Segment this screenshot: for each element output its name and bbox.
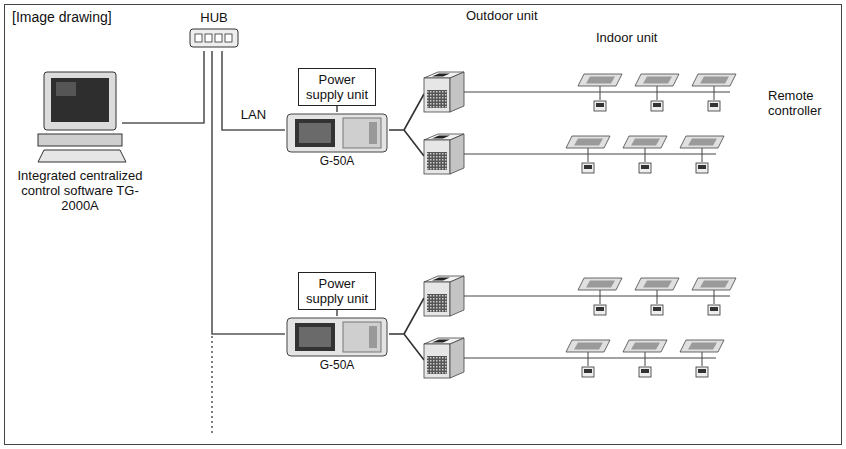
hub-port xyxy=(215,34,222,42)
hub-port xyxy=(195,34,202,42)
node-text: Power supply unit xyxy=(303,72,371,102)
g50-icon xyxy=(285,112,389,154)
central-controller: G-50A xyxy=(285,316,389,373)
controller-display xyxy=(299,327,331,347)
controller-display xyxy=(299,123,331,143)
controller-panel xyxy=(343,322,381,352)
controller-button xyxy=(369,326,377,348)
unit-group xyxy=(389,72,736,174)
fork-wire xyxy=(389,94,424,156)
outdoor-unit xyxy=(424,134,464,174)
g50-icon xyxy=(285,316,389,358)
part-label: Indoor unit xyxy=(596,30,657,45)
indoor-unit xyxy=(680,136,724,148)
hub-icon xyxy=(186,25,242,51)
node-text: Power supply unit xyxy=(303,276,371,306)
hub-body xyxy=(190,29,238,47)
frame xyxy=(5,5,842,445)
lan-cable xyxy=(222,51,285,130)
remote-controller xyxy=(651,101,663,111)
refrigerant-wire xyxy=(464,92,730,154)
pc-terminal: Integrated centralized control software … xyxy=(4,68,156,213)
indoor-unit xyxy=(635,74,679,86)
lan-cable xyxy=(336,310,338,316)
remote-controller xyxy=(708,101,720,111)
power-supply-box: Power supply unit xyxy=(298,272,376,310)
node-text: Integrated centralized control software … xyxy=(4,168,156,213)
network-hub: HUB xyxy=(186,10,242,51)
screen-glare xyxy=(56,82,76,96)
pc-icon xyxy=(4,68,156,168)
remote-controller xyxy=(594,101,606,111)
node-text: G-50A xyxy=(285,358,389,373)
controller-panel xyxy=(343,118,381,148)
controller-screen xyxy=(295,119,335,147)
connector-label: LAN xyxy=(239,107,268,122)
unit-group xyxy=(389,276,736,378)
remote-controller xyxy=(582,163,594,173)
part-label: Outdoor unit xyxy=(466,8,538,23)
controller-body xyxy=(287,318,387,356)
lan-continuation xyxy=(211,336,213,434)
central-controller: G-50A xyxy=(285,112,389,169)
node-text: HUB xyxy=(186,10,242,25)
hub-port xyxy=(205,34,212,42)
controller-button xyxy=(369,122,377,144)
lan-cable xyxy=(336,106,338,112)
monitor xyxy=(44,72,116,130)
remote-wire xyxy=(588,86,714,162)
remote-controller xyxy=(696,163,708,173)
pc-body xyxy=(38,134,122,146)
indoor-unit xyxy=(566,136,610,148)
hub-port xyxy=(225,34,232,42)
remote-controller xyxy=(639,163,651,173)
indoor-unit xyxy=(578,74,622,86)
power-supply-box: Power supply unit xyxy=(298,68,376,106)
controller-body xyxy=(287,114,387,152)
indoor-unit xyxy=(692,74,736,86)
indoor-unit xyxy=(623,136,667,148)
screen xyxy=(51,78,109,122)
controller-screen xyxy=(295,323,335,351)
keyboard xyxy=(38,150,126,162)
cable-stub xyxy=(122,122,156,124)
node-text: G-50A xyxy=(285,154,389,169)
part-label: Remote controller xyxy=(768,88,838,118)
outdoor-unit xyxy=(424,72,464,112)
figure-tag: [Image drawing] xyxy=(12,10,112,25)
lan-cable xyxy=(212,51,285,334)
lan-cable xyxy=(156,51,204,123)
